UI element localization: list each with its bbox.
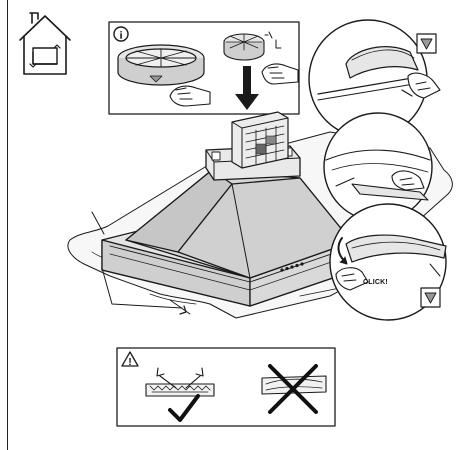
control-panel-buttons <box>280 262 304 272</box>
cross-icon <box>268 364 318 414</box>
detail-circle-3 <box>329 203 447 321</box>
detail-circle-1 <box>308 19 441 139</box>
grease-filter-small <box>223 31 282 61</box>
correct-filter-example <box>145 367 215 397</box>
click-callout-label: CLICK! <box>363 279 388 286</box>
detail-circle-2 <box>323 112 433 222</box>
insert-arrow <box>235 66 259 110</box>
checkmark-icon <box>168 394 200 422</box>
incorrect-filter-example <box>261 375 327 395</box>
warning-panel: ! <box>116 347 336 427</box>
grease-filter-large <box>117 44 205 86</box>
carbon-filter-box <box>231 111 289 169</box>
house-recirculation-icon <box>19 12 71 75</box>
warning-triangle-icon: ! <box>121 351 139 368</box>
hand-large <box>169 85 211 107</box>
warning-symbol: ! <box>128 357 131 368</box>
arrow-marker-top <box>416 33 437 54</box>
hand-small <box>261 63 299 85</box>
info-panel: i <box>108 21 300 115</box>
info-icon: i <box>113 26 129 42</box>
arrow-marker-bottom <box>420 287 441 308</box>
info-symbol: i <box>119 30 122 42</box>
page-left-rule <box>7 0 8 450</box>
